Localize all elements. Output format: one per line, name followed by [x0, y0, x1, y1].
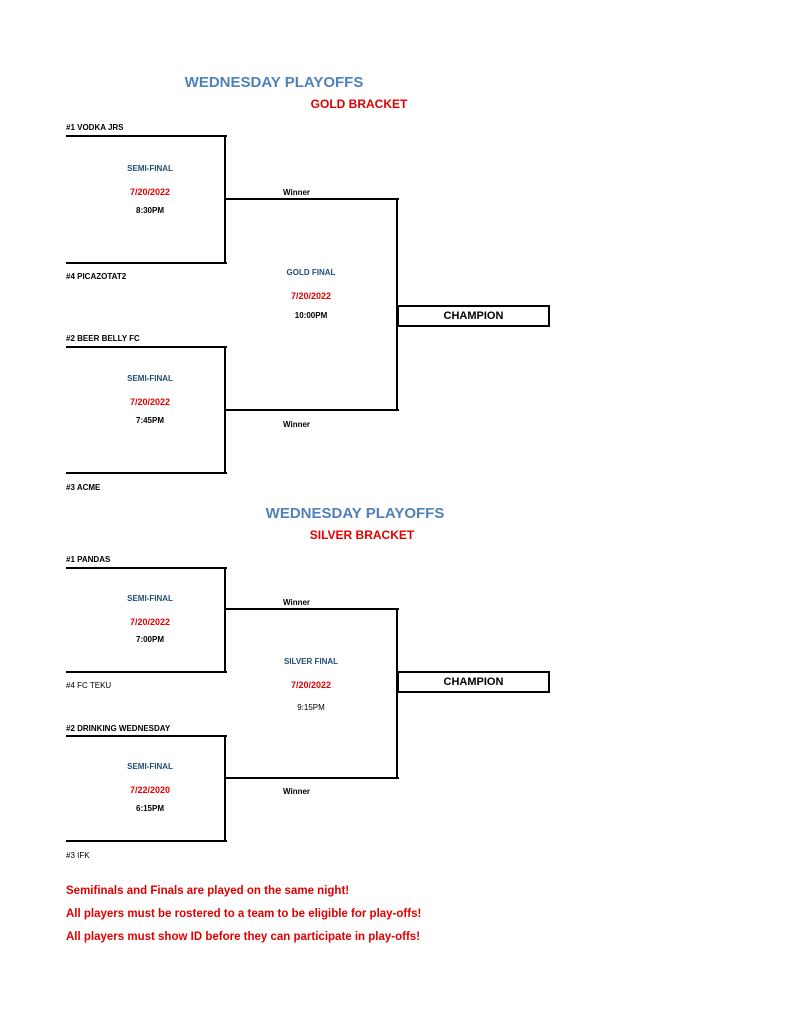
winner-label: Winner	[283, 420, 311, 429]
winner-label: Winner	[283, 598, 311, 607]
bracket-line	[225, 409, 399, 411]
match-time: 8:30PM	[135, 206, 165, 215]
silver-bracket-label: SILVER BRACKET	[309, 528, 415, 542]
final-label: SILVER FINAL	[283, 657, 339, 666]
bracket-line	[396, 608, 398, 779]
bracket-line	[66, 735, 227, 737]
note-line: Semifinals and Finals are played on the …	[66, 885, 350, 897]
match-date: 7/22/2020	[129, 785, 171, 795]
winner-label: Winner	[283, 787, 311, 796]
team-label: #4 FC TEKU	[66, 681, 112, 690]
match-time: 10:00PM	[294, 311, 328, 320]
team-label: #1 VODKA JRS	[66, 123, 124, 132]
bracket-line	[224, 346, 226, 474]
bracket-line	[66, 135, 227, 137]
bracket-line	[66, 346, 227, 348]
silver-title: WEDNESDAY PLAYOFFS	[265, 505, 445, 522]
bracket-line	[66, 472, 227, 474]
bracket-line	[225, 777, 399, 779]
match-date: 7/20/2022	[129, 617, 171, 627]
team-label: #3 IFK	[66, 851, 90, 860]
semi-final-label: SEMI-FINAL	[127, 594, 173, 603]
match-time: 7:45PM	[135, 416, 165, 425]
bracket-line	[66, 567, 227, 569]
match-date: 7/20/2022	[290, 291, 332, 301]
final-label: GOLD FINAL	[286, 268, 336, 277]
winner-label: Winner	[283, 188, 311, 197]
semi-final-label: SEMI-FINAL	[127, 762, 173, 771]
champion-box: CHAMPION	[397, 305, 550, 327]
bracket-line	[225, 198, 399, 200]
team-label: #4 PICAZOTAT2	[66, 272, 127, 281]
match-time: 6:15PM	[135, 804, 165, 813]
semi-final-label: SEMI-FINAL	[127, 374, 173, 383]
bracket-line	[224, 735, 226, 842]
note-line: All players must be rostered to a team t…	[66, 908, 422, 920]
bracket-line	[66, 671, 227, 673]
bracket-line	[224, 567, 226, 673]
gold-title: WEDNESDAY PLAYOFFS	[184, 74, 364, 91]
bracket-line	[66, 262, 227, 264]
match-date: 7/20/2022	[129, 397, 171, 407]
note-line: All players must show ID before they can…	[66, 931, 421, 943]
bracket-line	[396, 198, 398, 411]
gold-bracket-label: GOLD BRACKET	[310, 97, 408, 111]
semi-final-label: SEMI-FINAL	[127, 164, 173, 173]
bracket-line	[66, 840, 227, 842]
team-label: #2 BEER BELLY FC	[66, 334, 140, 343]
match-time: 9:15PM	[297, 703, 325, 712]
team-label: #2 DRINKING WEDNESDAY	[66, 724, 171, 733]
match-time: 7:00PM	[135, 635, 165, 644]
match-date: 7/20/2022	[129, 187, 171, 197]
team-label: #1 PANDAS	[66, 555, 111, 564]
bracket-line	[225, 608, 399, 610]
team-label: #3 ACME	[66, 483, 101, 492]
match-date: 7/20/2022	[290, 680, 332, 690]
champion-box: CHAMPION	[397, 671, 550, 693]
